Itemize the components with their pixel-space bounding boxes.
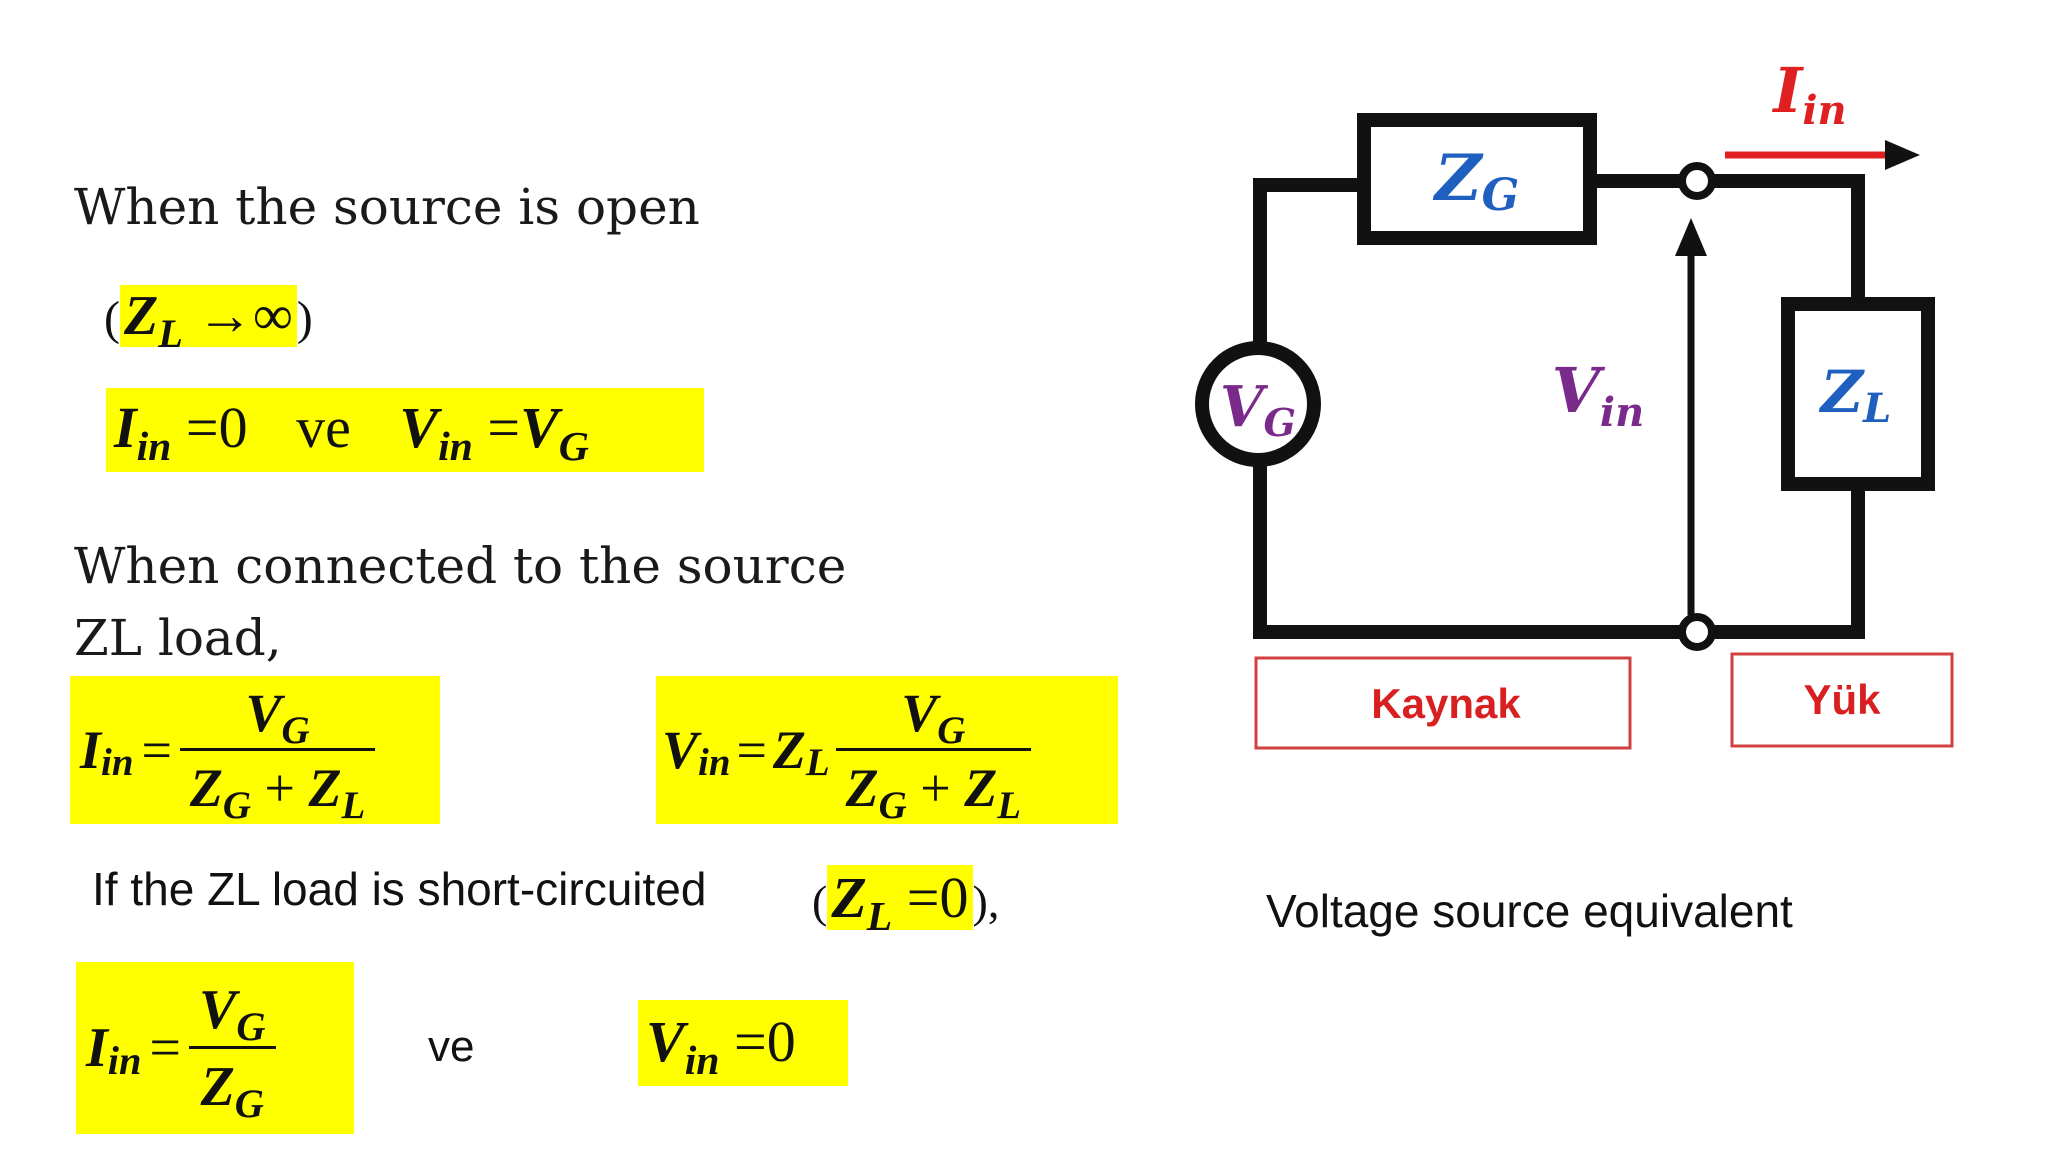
ve-word-1: ve — [296, 395, 351, 460]
ve-word-2: ve — [428, 1022, 475, 1071]
equation-vin-short: Vin =0 — [638, 1000, 848, 1086]
circuit-diagram: ZG ZL VG Vin Iin Kaynak Yük — [1195, 60, 1954, 750]
zg-box — [1357, 113, 1597, 245]
equation-open-circuit: Iin =0 ve Vin =VG — [106, 388, 704, 472]
wire-left-lower — [1253, 441, 1687, 639]
load-label-box — [1730, 652, 1954, 748]
equation-zl-zero: (ZL =0), — [812, 865, 1000, 941]
iin-label: Iin — [1771, 60, 1846, 134]
iin-arrowhead — [1885, 140, 1920, 170]
vin-arrowhead — [1675, 218, 1707, 256]
heading-open: When the source is open — [74, 178, 700, 236]
zl-box — [1781, 297, 1935, 491]
vin-label: Vin — [1552, 354, 1644, 436]
zl-label: ZL — [1819, 358, 1891, 432]
equation-zl-infinity: (ZL →∞) — [104, 285, 313, 356]
wire-right-upper — [1705, 174, 1865, 307]
terminal-bottom — [1678, 613, 1716, 651]
heading-connected: When connected to the source ZL load, — [74, 537, 847, 667]
vg-source — [1195, 341, 1321, 467]
load-label: Yük — [1803, 676, 1881, 723]
circuit-caption: Voltage source equivalent — [1266, 885, 1793, 937]
wire-right-lower — [1705, 483, 1865, 639]
zg-label: ZG — [1432, 141, 1519, 221]
source-label-box — [1254, 656, 1632, 750]
terminal-top — [1678, 162, 1716, 200]
source-label: Kaynak — [1371, 680, 1521, 727]
heading-short: If the ZL load is short-circuited — [92, 863, 707, 915]
comma: , — [987, 876, 1000, 927]
